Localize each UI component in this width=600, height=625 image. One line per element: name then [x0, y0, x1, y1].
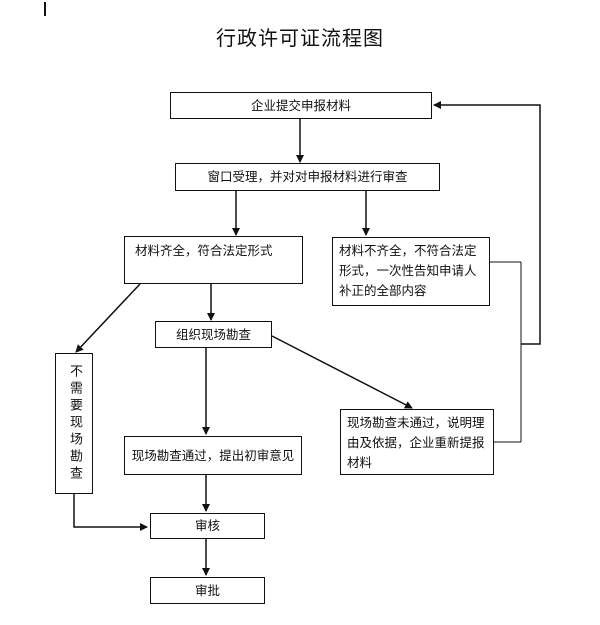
node-submit: 企业提交申报材料	[170, 92, 432, 119]
node-review: 审核	[150, 513, 265, 539]
node-inspection-passed: 现场勘查通过，提出初审意见	[124, 436, 302, 475]
node-inspection-failed: 现场勘查未通过，说明理由及依据，企业重新提报材料	[340, 409, 494, 475]
diagram-title: 行政许可证流程图	[216, 26, 384, 50]
node-materials-incomplete: 材料不齐全，不符合法定形式，一次性告知申请人补正的全部内容	[332, 237, 490, 306]
arrow-inspect-to-fail	[271, 335, 413, 409]
arrow-loop-to-submit	[433, 101, 541, 345]
node-organize-inspection: 组织现场勘查	[155, 321, 272, 348]
node-approve: 审批	[150, 577, 265, 604]
arrow-complete-to-no-need	[75, 283, 141, 353]
text-cursor	[44, 2, 46, 16]
node-materials-complete: 材料齐全，符合法定形式	[124, 236, 303, 284]
node-window-acceptance: 窗口受理，并对对申报材料进行审查	[175, 163, 440, 191]
arrow-no-need-to-review	[73, 494, 148, 531]
node-no-inspection-needed: 不需要现场勘查	[55, 353, 93, 494]
